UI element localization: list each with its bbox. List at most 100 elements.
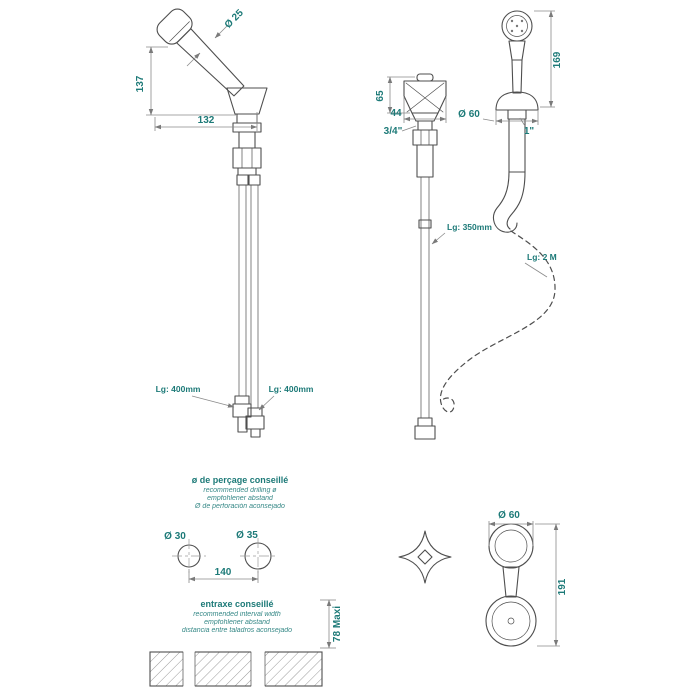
holder-flange-inner	[494, 529, 528, 563]
shower-holder-cone	[226, 87, 268, 115]
side-view: 65 44 3/4" Ø 60 1" 169	[375, 10, 563, 440]
drilling-note-title: ø de perçage conseillé	[192, 475, 289, 485]
hose-length-left-callout: Lg: 400mm	[156, 384, 235, 408]
flexible-hose	[439, 230, 556, 413]
valve-thread-label: 3/4"	[384, 126, 403, 137]
leader-line	[401, 125, 417, 132]
valve-nut	[412, 129, 438, 146]
holder-hook-inner	[493, 171, 518, 233]
mixer-nut-base	[237, 167, 257, 176]
leader-line	[524, 262, 548, 278]
hose-length-left-label: Lg: 400mm	[156, 384, 201, 394]
spacing-note-title: entraxe conseillé	[200, 599, 273, 609]
drill-slot-right	[251, 650, 265, 688]
spray-dot	[510, 19, 514, 23]
shower-neck	[508, 40, 526, 61]
leader-line	[191, 395, 235, 408]
drilling-note: ø de perçage conseillé recommended drill…	[192, 475, 289, 510]
holder-neck-front	[502, 566, 520, 598]
drilling-note-en: recommended drilling ø	[203, 487, 277, 494]
dimension-line	[214, 24, 229, 39]
valve-body	[416, 144, 434, 178]
shower-head-front-inner	[491, 601, 531, 641]
hose-length-right-callout: Lg: 400mm	[258, 384, 314, 411]
mixer-shaft	[238, 131, 256, 149]
shower-head-front-view	[485, 595, 537, 647]
pipe-fitting	[418, 219, 432, 229]
dim-head-diameter-label: Ø 25	[223, 7, 246, 30]
spacing-note-es: distancia entre taladros aconsejado	[182, 627, 292, 634]
mixer-nut	[232, 147, 262, 169]
holder-tube	[508, 118, 526, 173]
supply-pipe-length-label: Lg: 350mm	[447, 222, 492, 232]
hole-left-diameter-label: Ø 30	[164, 531, 186, 542]
hole-right-diameter-label: Ø 35	[236, 530, 258, 541]
leader-line	[519, 117, 526, 127]
dim-holder-diameter-label: Ø 60	[498, 510, 520, 521]
spray-dot	[515, 24, 519, 28]
leader-line	[258, 395, 275, 411]
dim-holder-diameter-60: Ø 60	[488, 510, 534, 546]
spacing-note: entraxe conseillé recommended interval w…	[182, 599, 292, 634]
dim-reach-132: 132	[154, 112, 258, 131]
deck-cross-section	[149, 651, 323, 687]
cross-handle-body	[403, 80, 447, 114]
hand-shower-front	[156, 8, 245, 97]
holder-shank	[507, 109, 527, 120]
dim-shower-height-label: 169	[552, 51, 563, 68]
hose-crimp-right	[248, 174, 261, 186]
holder-view: Ø 60 191	[398, 510, 568, 647]
cross-handle-top-view	[398, 530, 452, 584]
front-view: Ø 25 137 132 Lg: 400mm Lg: 400mm	[135, 7, 314, 438]
pipe-end-nut	[414, 425, 436, 440]
shower-head	[156, 8, 193, 45]
dim-shower-height-169: 169	[534, 10, 563, 108]
hose-end-tail-left	[237, 416, 248, 433]
cross-handle-arm-line	[406, 82, 445, 113]
dim-center-distance-label: 140	[215, 567, 232, 578]
dim-height-label: 137	[135, 75, 146, 92]
hose-crimp-left	[236, 174, 249, 186]
dim-flange-diameter-label: Ø 60	[458, 109, 480, 120]
holder-thread-label: 1"	[524, 126, 535, 137]
leader-line	[431, 232, 446, 245]
spacing-note-de: empfohlener abstand	[204, 619, 271, 626]
spacing-note-en: recommended interval width	[193, 611, 281, 618]
spray-dot	[510, 29, 514, 33]
leader-line	[482, 118, 495, 122]
dim-handle-height-label: 65	[375, 90, 386, 102]
hose-length-right-label: Lg: 400mm	[269, 384, 314, 394]
dim-height-137: 137	[135, 46, 236, 116]
shower-handle-side	[511, 59, 523, 94]
shower-head-front-hub	[507, 617, 515, 625]
drilling-note-de: empfohlener abstand	[207, 495, 274, 502]
shower-head-face	[506, 15, 528, 37]
drilling-note-es: Ø de perforación aconsejado	[194, 503, 285, 510]
dim-holder-height-label: 191	[557, 578, 568, 595]
cross-handle-center	[417, 549, 433, 565]
dim-handle-width-44: 44	[390, 97, 447, 123]
shower-head-face-line	[169, 21, 190, 42]
spray-dot	[520, 29, 524, 33]
dim-flange-diameter-60: Ø 60	[458, 109, 539, 125]
flex-hose-length-label: Lg: 2 M	[527, 252, 557, 262]
dim-center-distance-140: 140	[188, 567, 259, 583]
shower-handle	[176, 28, 245, 97]
hose-end-nut-right	[245, 415, 265, 430]
dim-handle-height-65: 65	[375, 76, 415, 114]
cross-handle-cap	[416, 73, 434, 82]
cross-handle-arm-line	[405, 82, 444, 113]
holder-flange-bell	[495, 91, 539, 111]
dim-handle-width-label: 44	[390, 108, 402, 119]
hose-end-crimp-left	[234, 395, 250, 405]
valve-thread-callout: 3/4"	[384, 125, 417, 137]
flex-hose-length-callout: Lg: 2 M	[524, 252, 557, 278]
supply-pipe-length-callout: Lg: 350mm	[431, 222, 492, 245]
spray-dot	[520, 19, 524, 23]
pipe-end-crimp	[417, 417, 433, 427]
dim-max-thickness-label: 78 Maxi	[332, 606, 343, 642]
drill-slot-left	[183, 650, 195, 688]
hose-end-tail-right	[250, 428, 261, 438]
